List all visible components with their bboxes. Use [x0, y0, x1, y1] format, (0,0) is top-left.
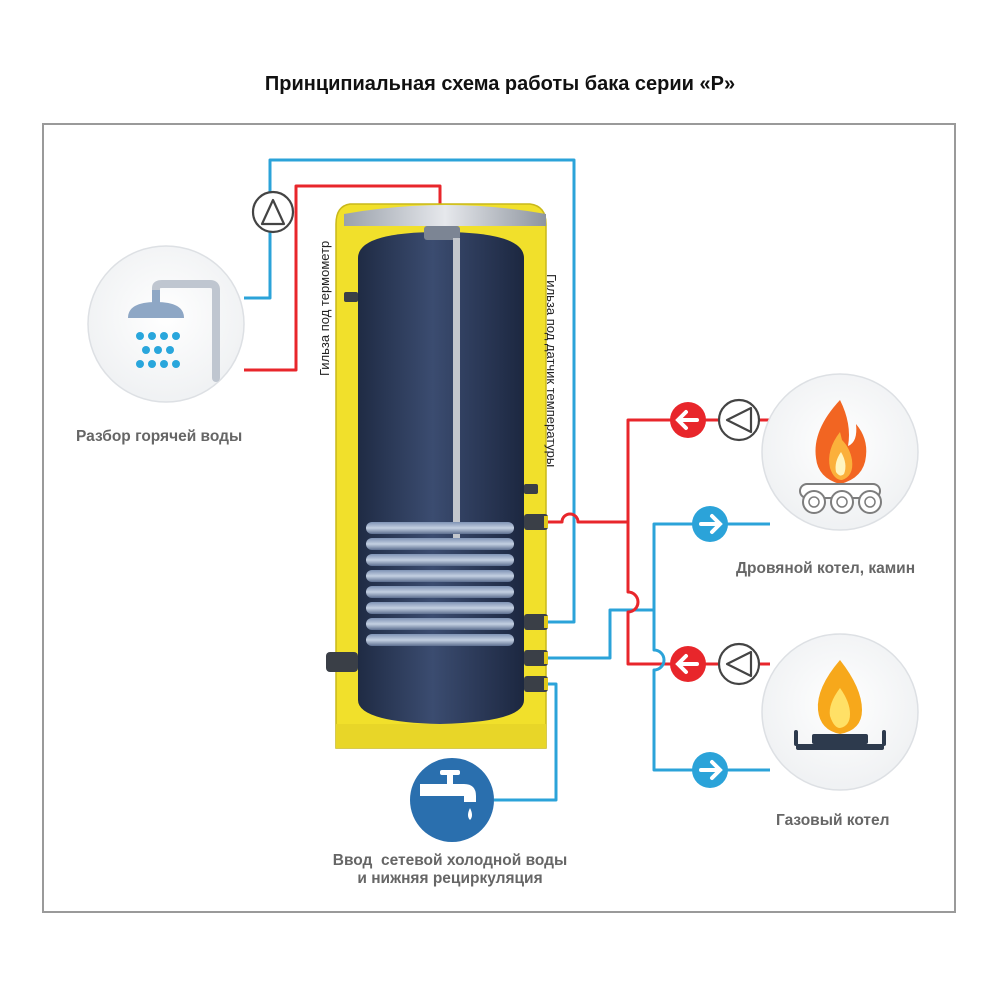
cold-water-label-line1: Ввод сетевой холодной воды	[332, 852, 568, 869]
tank	[326, 203, 548, 749]
arrow-right-icon	[692, 506, 728, 542]
tank-cap	[344, 205, 546, 226]
tank-nozzles	[326, 292, 548, 692]
pump-icon	[717, 642, 761, 686]
pipes	[244, 158, 770, 802]
cold-water-label: Ввод сетевой холодной воды и нижняя реци…	[300, 852, 600, 888]
heat-exchanger-coil	[366, 522, 514, 646]
arrow-left-icon	[670, 402, 706, 438]
wood-return-pipe	[546, 522, 770, 660]
arrow-right-icon	[692, 752, 728, 788]
tank-vessel	[358, 232, 524, 724]
thermometer-sleeve-label: Гильза под термометр	[317, 240, 332, 376]
wood-supply-pipe	[546, 418, 770, 524]
tank-flange	[424, 226, 460, 240]
pump-icon	[251, 190, 295, 234]
arrow-left-icon	[670, 646, 706, 682]
gas-boiler-label: Газовый котел	[776, 812, 890, 829]
gas-flame-icon	[761, 633, 919, 791]
gas-return-pipe	[652, 610, 770, 772]
faucet-icon	[410, 758, 494, 842]
recirculation-pipe	[244, 158, 576, 624]
diagram-frame	[42, 123, 956, 913]
sensor-sleeve-label: Гильза под датчик температуры	[544, 274, 559, 468]
tank-base	[336, 724, 546, 748]
diagram-title: Принципиальная схема работы бака серии «…	[264, 73, 736, 95]
hot-water-pipe	[244, 184, 442, 372]
wood-boiler-label: Дровяной котел, камин	[736, 560, 916, 577]
pump-icon	[717, 398, 761, 442]
hot-water-label: Разбор горячей воды	[76, 428, 243, 445]
shower-icon	[87, 245, 245, 403]
fire-icon	[761, 373, 919, 531]
cold-inlet-pipe	[494, 682, 558, 802]
anode-rod	[453, 238, 460, 550]
cold-water-label-line2: и нижняя рециркуляция	[357, 870, 543, 887]
gas-supply-pipe	[626, 522, 770, 666]
